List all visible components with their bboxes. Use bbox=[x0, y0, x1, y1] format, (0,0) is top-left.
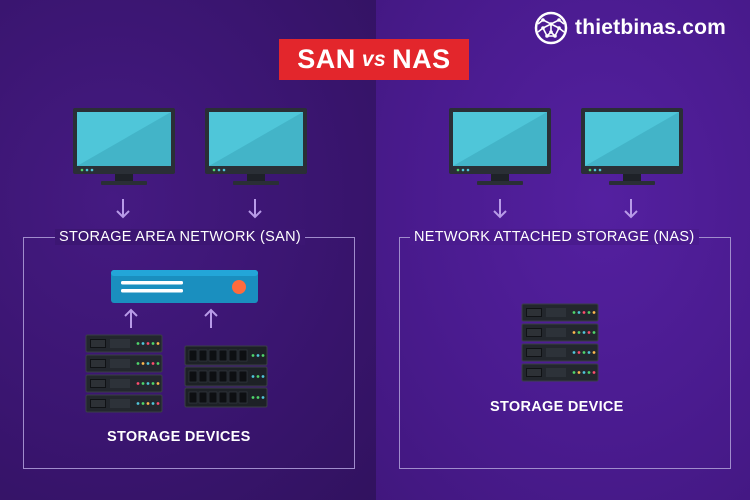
arrow-down-icon bbox=[624, 199, 638, 219]
title-right: NAS bbox=[392, 44, 451, 74]
brand-name: thietbinas.com bbox=[575, 16, 726, 39]
san-panel bbox=[0, 0, 376, 500]
server-rack-icon bbox=[85, 334, 163, 413]
arrow-down-icon bbox=[493, 199, 507, 219]
san-caption: STORAGE DEVICES bbox=[107, 429, 251, 445]
arrow-down-icon bbox=[248, 199, 262, 219]
title-left: SAN bbox=[297, 44, 356, 74]
title-vs: vs bbox=[361, 47, 387, 71]
brand-logo[interactable]: thietbinas.com bbox=[534, 11, 726, 45]
san-switch-icon bbox=[111, 270, 258, 303]
arrow-up-icon bbox=[124, 308, 138, 328]
nas-label: NETWORK ATTACHED STORAGE (NAS) bbox=[410, 229, 699, 245]
page-title: SAN vs NAS bbox=[279, 39, 469, 80]
nas-caption: STORAGE DEVICE bbox=[490, 399, 624, 415]
san-client-monitor-1 bbox=[73, 108, 175, 185]
server-rack-icon bbox=[521, 303, 599, 382]
san-label: STORAGE AREA NETWORK (SAN) bbox=[55, 229, 305, 245]
nas-panel bbox=[376, 0, 750, 500]
nas-client-monitor-1 bbox=[449, 108, 551, 185]
globe-network-icon bbox=[534, 11, 568, 45]
arrow-up-icon bbox=[204, 308, 218, 328]
san-client-monitor-2 bbox=[205, 108, 307, 185]
nas-client-monitor-2 bbox=[581, 108, 683, 185]
disk-array-icon bbox=[184, 345, 268, 408]
arrow-down-icon bbox=[116, 199, 130, 219]
